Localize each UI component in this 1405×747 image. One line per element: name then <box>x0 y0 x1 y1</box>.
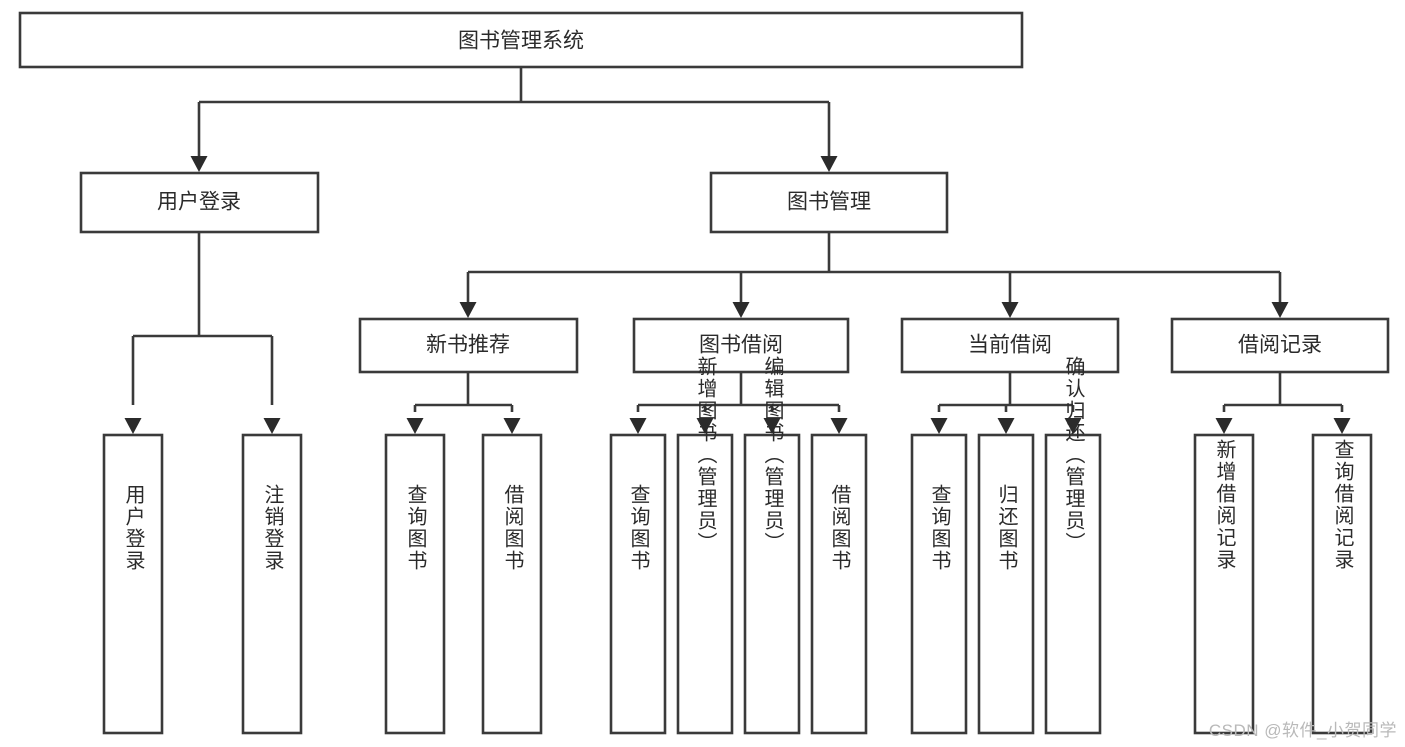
node-borrow-record-label: 借阅记录 <box>1238 334 1322 357</box>
leaf-current-return-book[interactable]: 归还图书 <box>977 433 1035 735</box>
leaf-recommend-query-book-box <box>384 433 446 735</box>
leaf-borrow-add-book[interactable]: 新增图书（管理员） <box>676 356 734 735</box>
arrow-icon <box>997 418 1015 434</box>
arrow-icon <box>629 418 647 434</box>
leaf-record-query-label: 查询借阅记录 <box>1331 439 1354 571</box>
leaf-borrow-query-book-label: 查询图书 <box>627 484 650 572</box>
node-current-borrow-box <box>900 317 1120 374</box>
leaf-current-confirm-return[interactable]: 确认归还（管理员） <box>1044 356 1102 735</box>
leaf-borrow-edit-book-box <box>743 433 801 735</box>
arrow-icon <box>1333 418 1351 434</box>
node-new-book-recommend[interactable]: 新书推荐 <box>358 317 579 374</box>
leaf-current-query-book-box <box>910 433 968 735</box>
leaf-record-add-label: 新增借阅记录 <box>1213 439 1236 571</box>
connector-root-to-level2 <box>190 67 838 172</box>
arrow-icon <box>124 418 142 434</box>
leaf-current-query-book[interactable]: 查询图书 <box>910 433 968 735</box>
leaf-user-login[interactable]: 用户登录 <box>102 433 164 735</box>
leaf-record-add-box <box>1193 433 1255 735</box>
connector-borrow-record-to-leaves <box>1215 372 1351 434</box>
arrow-icon <box>190 156 208 172</box>
leaf-current-confirm-return-box <box>1044 433 1102 735</box>
connector-book-management-to-level3 <box>459 232 1289 318</box>
leaf-user-login-box <box>102 433 164 735</box>
leaf-current-query-book-label: 查询图书 <box>928 484 951 572</box>
arrow-icon <box>406 418 424 434</box>
connector-current-borrow-to-leaves <box>930 372 1082 434</box>
leaf-record-query[interactable]: 查询借阅记录 <box>1311 433 1373 735</box>
node-book-management[interactable]: 图书管理 <box>709 171 949 234</box>
leaf-borrow-borrow-book-label: 借阅图书 <box>828 484 851 572</box>
node-borrow-record[interactable]: 借阅记录 <box>1170 317 1390 374</box>
leaf-borrow-query-book[interactable]: 查询图书 <box>609 433 667 735</box>
leaf-logout-box <box>241 433 303 735</box>
connector-user-login-to-leaves <box>124 232 281 434</box>
leaf-logout-label: 注销登录 <box>261 484 284 572</box>
arrow-icon <box>263 418 281 434</box>
leaf-borrow-add-book-box <box>676 433 734 735</box>
leaf-borrow-borrow-book[interactable]: 借阅图书 <box>810 433 868 735</box>
leaf-recommend-query-book[interactable]: 查询图书 <box>384 433 446 735</box>
node-user-login[interactable]: 用户登录 <box>79 171 320 234</box>
leaf-current-confirm-return-label: 确认归还（管理员） <box>1062 356 1085 554</box>
node-new-book-recommend-box <box>358 317 579 374</box>
connector-new-book-recommend-to-leaves <box>406 372 521 434</box>
node-new-book-recommend-label: 新书推荐 <box>426 334 510 357</box>
node-root[interactable]: 图书管理系统 <box>18 11 1024 69</box>
leaf-current-return-book-label: 归还图书 <box>995 484 1018 572</box>
node-user-login-box <box>79 171 320 234</box>
leaf-borrow-borrow-book-box <box>810 433 868 735</box>
leaf-borrow-edit-book[interactable]: 编辑图书（管理员） <box>743 356 801 735</box>
leaf-borrow-edit-book-label: 编辑图书（管理员） <box>761 356 784 554</box>
node-current-borrow[interactable]: 当前借阅 <box>900 317 1120 374</box>
arrow-icon <box>503 418 521 434</box>
arrow-icon <box>1271 302 1289 318</box>
node-book-borrow[interactable]: 图书借阅 <box>632 317 850 374</box>
arrow-icon <box>830 418 848 434</box>
node-book-borrow-label: 图书借阅 <box>699 334 783 357</box>
leaf-current-return-book-box <box>977 433 1035 735</box>
leaf-user-login-label: 用户登录 <box>122 484 145 572</box>
leaf-record-add[interactable]: 新增借阅记录 <box>1193 433 1255 735</box>
leaf-recommend-borrow-book-box <box>481 433 543 735</box>
node-user-login-label: 用户登录 <box>157 191 241 214</box>
leaf-recommend-query-book-label: 查询图书 <box>404 484 427 572</box>
arrow-icon <box>930 418 948 434</box>
connector-book-borrow-to-leaves <box>629 372 848 434</box>
leaf-record-query-box <box>1311 433 1373 735</box>
leaf-recommend-borrow-book-label: 借阅图书 <box>501 484 524 572</box>
leaf-logout[interactable]: 注销登录 <box>241 433 303 735</box>
arrow-icon <box>1001 302 1019 318</box>
leaf-borrow-add-book-label: 新增图书（管理员） <box>694 356 717 554</box>
node-root-box <box>18 11 1024 69</box>
arrow-icon <box>459 302 477 318</box>
node-current-borrow-label: 当前借阅 <box>968 334 1052 357</box>
node-book-management-label: 图书管理 <box>787 191 871 214</box>
arrow-icon <box>1215 418 1233 434</box>
arrow-icon <box>820 156 838 172</box>
leaf-borrow-query-book-box <box>609 433 667 735</box>
node-root-label: 图书管理系统 <box>458 30 584 53</box>
leaf-recommend-borrow-book[interactable]: 借阅图书 <box>481 433 543 735</box>
arrow-icon <box>732 302 750 318</box>
